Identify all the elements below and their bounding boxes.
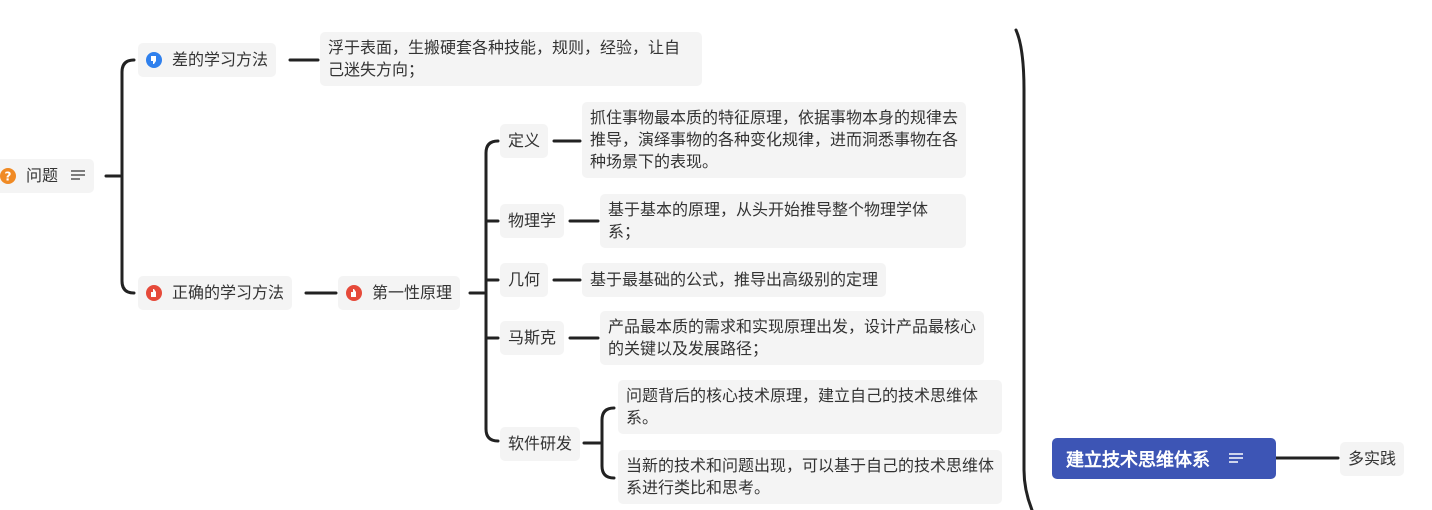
software-note-1-text: 问题背后的核心技术原理，建立自己的技术思维体系。	[626, 386, 979, 427]
central-topic-label: 建立技术思维体系	[1066, 449, 1210, 471]
geometry-note[interactable]: 基于最基础的公式，推导出高级别的定理	[582, 263, 887, 297]
first-principle-node[interactable]: 第一性原理	[338, 276, 461, 310]
thumbs-down-icon	[146, 52, 162, 68]
thumbs-up-icon	[146, 285, 162, 301]
physics-note-text: 基于基本的原理，从头开始推导整个物理学体系；	[608, 200, 929, 241]
question-node[interactable]: ? 问题	[0, 159, 95, 193]
software-note-2[interactable]: 当新的技术和问题出现，可以基于自己的技术思维体系进行类比和思考。	[618, 450, 1002, 504]
notes-icon[interactable]	[1228, 448, 1244, 469]
question-icon: ?	[0, 168, 16, 184]
bad-method-note[interactable]: 浮于表面，生搬硬套各种技能，规则，经验，让自己迷失方向；	[320, 32, 702, 86]
bad-method-label: 差的学习方法	[172, 50, 269, 69]
question-label: 问题	[26, 166, 59, 185]
first-principle-label: 第一性原理	[372, 283, 453, 302]
practice-node[interactable]: 多实践	[1340, 442, 1405, 476]
musk-label: 马斯克	[508, 328, 557, 347]
geometry-node[interactable]: 几何	[500, 263, 549, 297]
definition-label: 定义	[508, 131, 541, 150]
thumbs-up-icon	[346, 285, 362, 301]
physics-note[interactable]: 基于基本的原理，从头开始推导整个物理学体系；	[600, 194, 966, 248]
physics-node[interactable]: 物理学	[500, 204, 565, 238]
musk-note-text: 产品最本质的需求和实现原理出发，设计产品最核心的关键以及发展路径；	[608, 317, 977, 358]
central-topic-node[interactable]: 建立技术思维体系	[1052, 438, 1276, 479]
good-method-label: 正确的学习方法	[172, 283, 285, 302]
geometry-label: 几何	[508, 270, 541, 289]
geometry-note-text: 基于最基础的公式，推导出高级别的定理	[590, 270, 879, 289]
musk-note[interactable]: 产品最本质的需求和实现原理出发，设计产品最核心的关键以及发展路径；	[600, 311, 984, 365]
bad-method-note-text: 浮于表面，生搬硬套各种技能，规则，经验，让自己迷失方向；	[328, 38, 681, 79]
software-note-2-text: 当新的技术和问题出现，可以基于自己的技术思维体系进行类比和思考。	[626, 456, 995, 497]
definition-note-text: 抓住事物最本质的特征原理，依据事物本身的规律去推导，演绎事物的各种变化规律，进而…	[590, 108, 959, 171]
notes-icon[interactable]	[70, 165, 86, 187]
musk-node[interactable]: 马斯克	[500, 321, 565, 355]
good-method-node[interactable]: 正确的学习方法	[138, 276, 293, 310]
definition-note[interactable]: 抓住事物最本质的特征原理，依据事物本身的规律去推导，演绎事物的各种变化规律，进而…	[582, 102, 966, 178]
software-note-1[interactable]: 问题背后的核心技术原理，建立自己的技术思维体系。	[618, 380, 1002, 434]
software-label: 软件研发	[508, 434, 573, 453]
software-node[interactable]: 软件研发	[500, 427, 581, 461]
physics-label: 物理学	[508, 211, 557, 230]
bad-method-node[interactable]: 差的学习方法	[138, 43, 277, 77]
definition-node[interactable]: 定义	[500, 124, 549, 158]
svg-text:?: ?	[5, 170, 12, 184]
practice-label: 多实践	[1348, 449, 1397, 468]
